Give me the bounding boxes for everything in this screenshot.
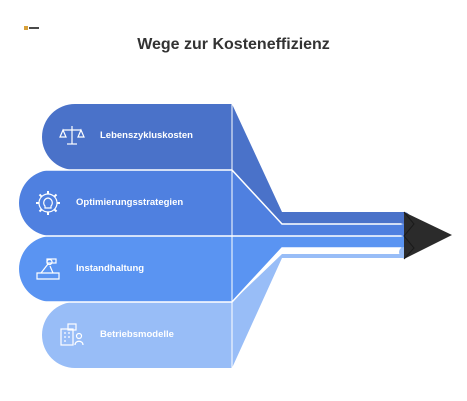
label-betriebsmodelle: Betriebsmodelle — [100, 329, 174, 340]
band-instandhaltung — [19, 235, 404, 302]
band-betriebsmodelle — [42, 254, 404, 368]
band-lebenszykluskosten — [42, 104, 404, 224]
lightbulb-gear-icon — [36, 191, 60, 215]
label-lebenszykluskosten: Lebenszykluskosten — [100, 130, 193, 141]
label-instandhaltung: Instandhaltung — [76, 263, 145, 274]
balance-scale-icon — [59, 126, 85, 145]
logo — [24, 26, 39, 30]
wrench-hammer-icon — [36, 258, 60, 280]
building-person-icon — [60, 323, 84, 346]
label-optimierungsstrategien: Optimierungsstrategien — [76, 197, 184, 208]
band-optimierungsstrategien — [19, 170, 404, 236]
page-title: Wege zur Kosteneffizienz — [137, 36, 330, 53]
arrow-tip — [404, 212, 452, 259]
